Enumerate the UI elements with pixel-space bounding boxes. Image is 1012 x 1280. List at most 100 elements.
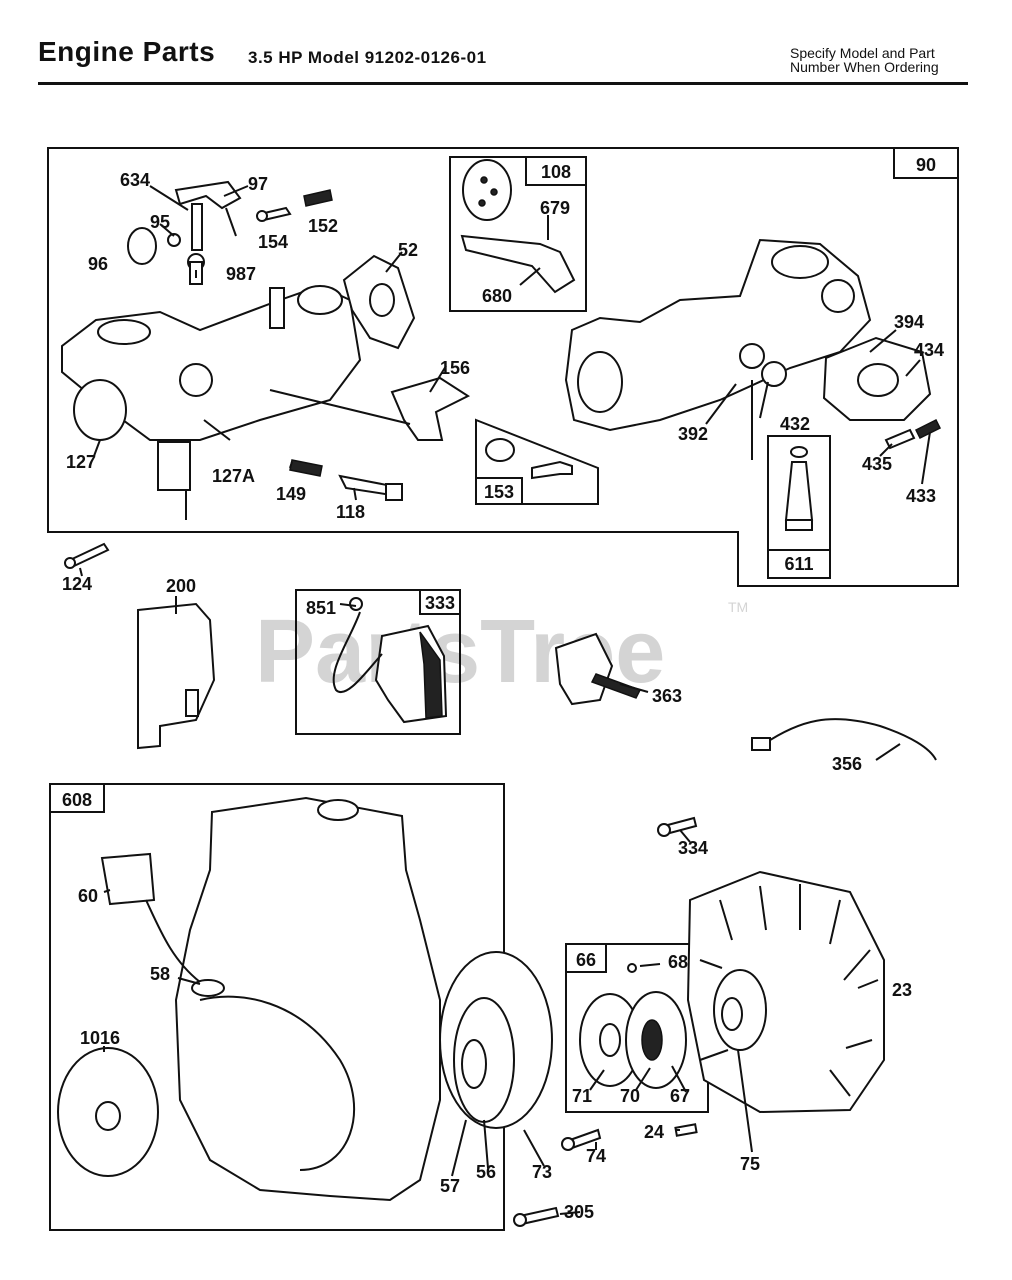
kit-153-box — [475, 477, 523, 505]
group-box-90 — [893, 147, 959, 179]
callout-200: 200 — [166, 576, 196, 596]
spark-plug-lead — [145, 899, 201, 983]
page-title: Engine Parts — [38, 36, 216, 67]
choke-plate — [127, 227, 157, 265]
governor-link — [390, 376, 471, 441]
idle-spring — [303, 189, 333, 207]
nozzle-body — [784, 461, 814, 521]
throttle-stop-spring — [914, 418, 942, 440]
screw-74-head — [561, 1137, 575, 1151]
callout-97: 97 — [248, 174, 268, 194]
callout-394: 394 — [894, 312, 924, 332]
callout-1016: 1016 — [80, 1028, 120, 1048]
carb-right-side-port — [821, 279, 855, 313]
ignition-kit-box — [419, 589, 461, 615]
control-bracket-slot — [185, 689, 199, 717]
carburetor-body-right — [564, 238, 872, 432]
callout-334: 334 — [678, 838, 708, 858]
callout-127: 127 — [66, 452, 96, 472]
throttle-plate-hole — [490, 188, 498, 196]
kit-153-frame — [475, 418, 599, 505]
callout-74: 74 — [586, 1146, 606, 1166]
ignition-kit-label: 333 — [425, 593, 455, 613]
kit-153-label: 153 — [484, 482, 514, 502]
carb-right-jet — [739, 343, 765, 369]
flywheel-bore — [721, 997, 743, 1031]
blower-housing-boss — [317, 799, 359, 821]
kit-108-label: 108 — [541, 162, 571, 182]
starter-clutch-box — [565, 943, 607, 973]
callout-363: 363 — [652, 686, 682, 706]
carb-right-jet-2 — [761, 361, 787, 387]
starter-clutch-label: 66 — [576, 950, 596, 970]
choke-spring-arm — [225, 207, 237, 237]
callout-96: 96 — [88, 254, 108, 274]
choke-lever — [174, 180, 242, 210]
screw-305-head — [513, 1213, 527, 1227]
callout-356: 356 — [832, 754, 862, 774]
callout-68: 68 — [668, 952, 688, 972]
gasket-port — [369, 283, 395, 317]
screw — [531, 460, 573, 480]
blower-housing-shroud — [199, 995, 355, 1171]
blower-housing — [174, 796, 441, 1202]
carb-stud — [269, 287, 285, 329]
carb-right-intake — [577, 351, 623, 413]
mixture-needle-head — [385, 483, 403, 501]
carb-side-port — [179, 363, 213, 397]
callout-60: 60 — [78, 886, 98, 906]
callout-987: 987 — [226, 264, 256, 284]
idle-screw-head — [256, 210, 268, 222]
callout-71: 71 — [572, 1086, 592, 1106]
callout-432: 432 — [780, 414, 810, 434]
callout-58: 58 — [150, 964, 170, 984]
throttle-stop-screw — [884, 428, 916, 450]
callout-156: 156 — [440, 358, 470, 378]
callout-75: 75 — [740, 1154, 760, 1174]
starter-clutch-ball — [627, 963, 637, 973]
kit-611-label: 611 — [784, 554, 813, 574]
ground-wire — [763, 718, 937, 761]
ordering-note: Specify Model and Part Number When Order… — [790, 46, 980, 74]
screw-334-head — [657, 823, 671, 837]
watermark-trademark: TM — [728, 599, 748, 615]
flywheel — [686, 870, 885, 1114]
group-label-90: 90 — [916, 155, 936, 175]
kit-611-box — [767, 549, 831, 579]
throttle-plate-hole — [480, 176, 488, 184]
callout-634: 634 — [120, 170, 150, 190]
callout-leaders — [79, 185, 931, 1215]
carb-mount-flange — [297, 285, 343, 315]
choke-tube — [73, 379, 127, 441]
nozzle-cap — [790, 446, 808, 458]
linkage-rod — [269, 389, 411, 425]
flywheel-fins — [699, 884, 873, 1097]
carb-bowl-stem — [157, 441, 191, 491]
carb-top-port — [97, 319, 151, 345]
throttle-plate — [462, 159, 512, 221]
header-rule — [38, 82, 968, 85]
starter-clutch-ratchet — [641, 1019, 663, 1061]
model-subtitle: 3.5 HP Model 91202-0126-01 — [248, 48, 487, 67]
throttle-shaft — [460, 234, 576, 294]
nozzle-hex — [785, 519, 813, 531]
callout-52: 52 — [398, 240, 418, 260]
callout-392: 392 — [678, 424, 708, 444]
callout-95: 95 — [150, 212, 170, 232]
callout-24: 24 — [644, 1122, 664, 1142]
choke-shaft — [191, 203, 203, 251]
callout-73: 73 — [532, 1162, 552, 1182]
callout-127a: 127A — [212, 466, 255, 486]
kit-108-frame — [449, 156, 587, 312]
ordering-note-line2: Number When Ordering — [790, 59, 939, 75]
callout-23: 23 — [892, 980, 912, 1000]
fuel-pump-diaphragm — [857, 363, 899, 397]
throttle-plate-hole — [478, 199, 486, 207]
callout-154: 154 — [258, 232, 288, 252]
callout-680: 680 — [482, 286, 512, 306]
callout-434: 434 — [914, 340, 944, 360]
callout-56: 56 — [476, 1162, 496, 1182]
ignition-kit-frame — [295, 589, 461, 735]
callout-435: 435 — [862, 454, 892, 474]
